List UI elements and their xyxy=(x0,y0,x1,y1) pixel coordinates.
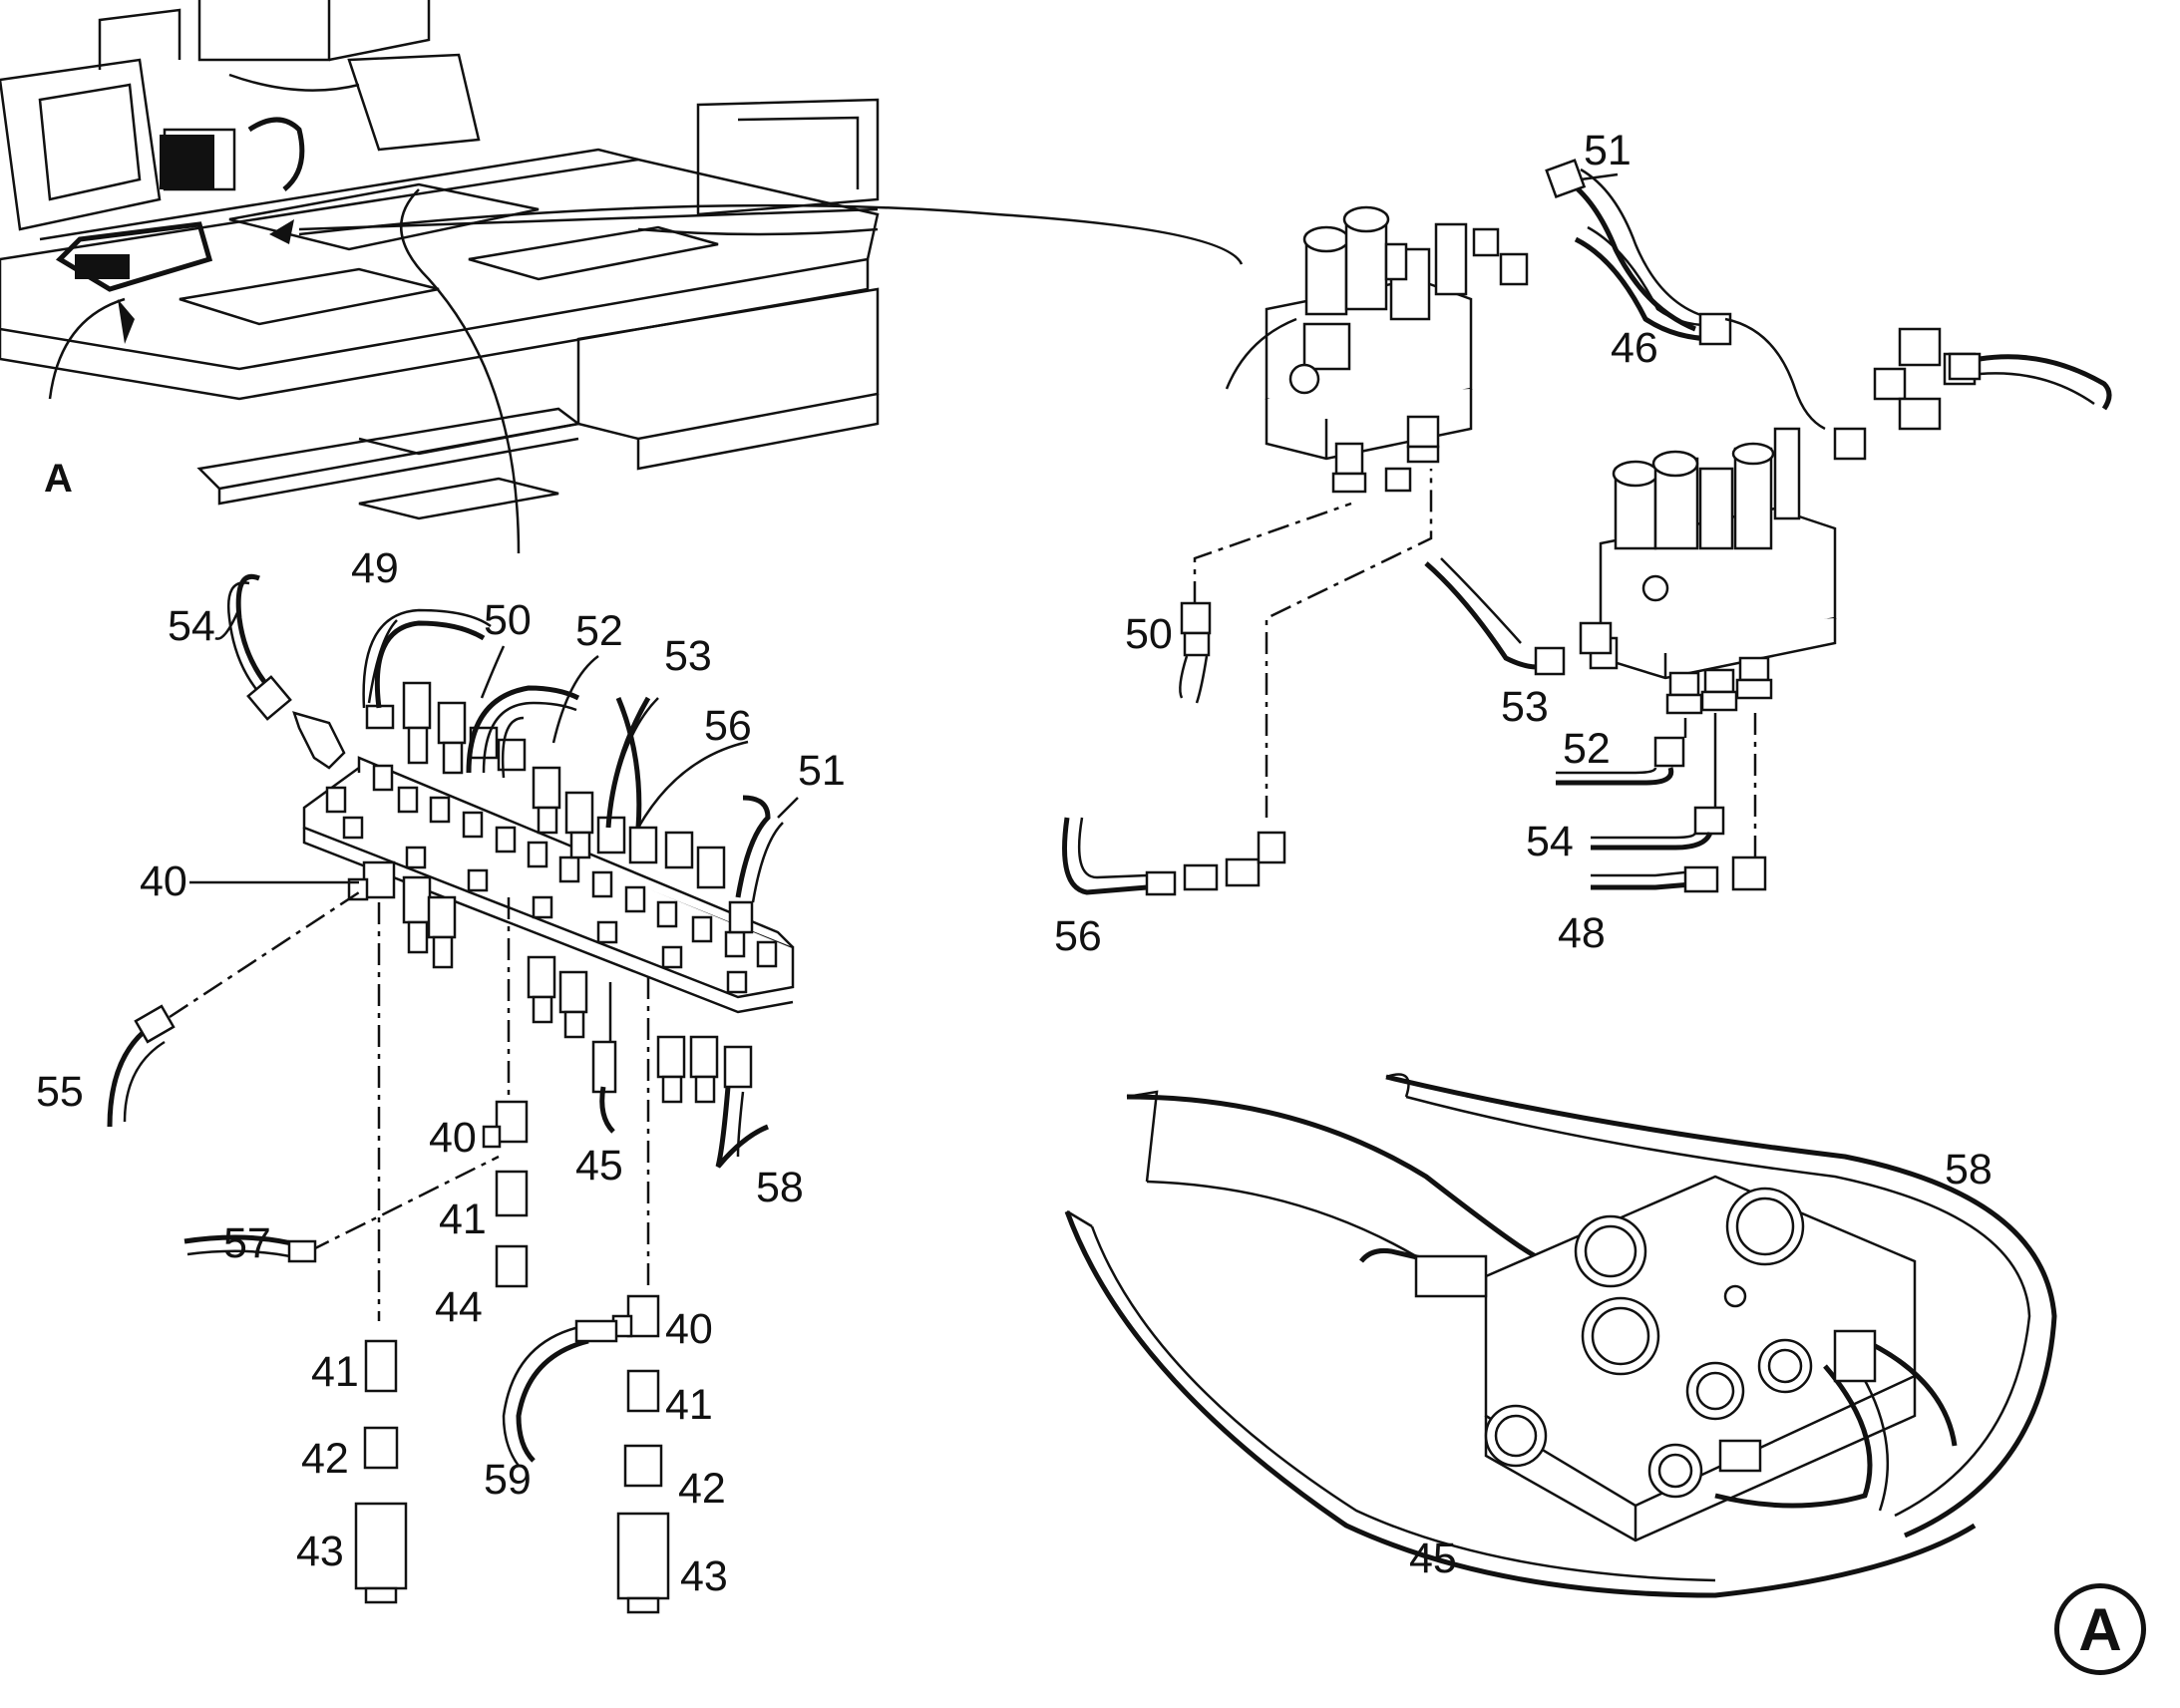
callout-42: 42 xyxy=(678,1465,726,1513)
machine-frame-overview xyxy=(0,0,1244,554)
lower-valve-block xyxy=(1589,327,1977,715)
callout-42: 42 xyxy=(301,1435,349,1483)
callout-45: 45 xyxy=(1409,1535,1457,1582)
callout-41: 41 xyxy=(665,1381,713,1429)
callout-40: 40 xyxy=(429,1114,477,1162)
callout-43: 43 xyxy=(296,1528,344,1575)
callout-54: 54 xyxy=(1526,818,1574,865)
callout-41: 41 xyxy=(311,1348,359,1396)
callout-59: 59 xyxy=(484,1456,532,1504)
callout-40: 40 xyxy=(140,857,187,905)
callout-50: 50 xyxy=(484,596,532,644)
fitting-stacks xyxy=(354,1100,670,1614)
callout-57: 57 xyxy=(223,1219,271,1267)
callout-54: 54 xyxy=(168,602,215,650)
callout-53: 53 xyxy=(1501,683,1549,731)
stack-hoses xyxy=(183,1234,618,1467)
callout-50: 50 xyxy=(1125,610,1173,658)
callout-46: 46 xyxy=(1611,324,1658,372)
callout-41: 41 xyxy=(439,1196,487,1243)
callout-58: 58 xyxy=(756,1164,804,1211)
callout-44: 44 xyxy=(435,1283,483,1331)
detail-a-manifold xyxy=(1064,1073,2057,1598)
callout-53: 53 xyxy=(664,632,712,680)
callout-45: 45 xyxy=(575,1142,623,1190)
manifold-bar-assembly xyxy=(107,574,795,1321)
callout-51: 51 xyxy=(798,747,846,795)
callout-52: 52 xyxy=(575,607,623,655)
callout-43: 43 xyxy=(680,1552,728,1600)
callout-56: 56 xyxy=(704,702,752,750)
callout-49: 49 xyxy=(351,544,399,592)
view-marker-a: A xyxy=(44,457,73,501)
callout-58: 58 xyxy=(1945,1146,1993,1194)
valve-hoses xyxy=(1062,159,2112,896)
callout-56: 56 xyxy=(1054,912,1102,960)
detail-a-badge: A xyxy=(2054,1583,2146,1675)
callout-48: 48 xyxy=(1558,909,1606,957)
callout-52: 52 xyxy=(1563,725,1611,773)
callout-40: 40 xyxy=(665,1305,713,1353)
leader-lines xyxy=(214,172,1619,829)
upper-valve-block xyxy=(1265,205,1529,494)
callout-55: 55 xyxy=(36,1068,84,1116)
callout-51: 51 xyxy=(1584,127,1632,174)
